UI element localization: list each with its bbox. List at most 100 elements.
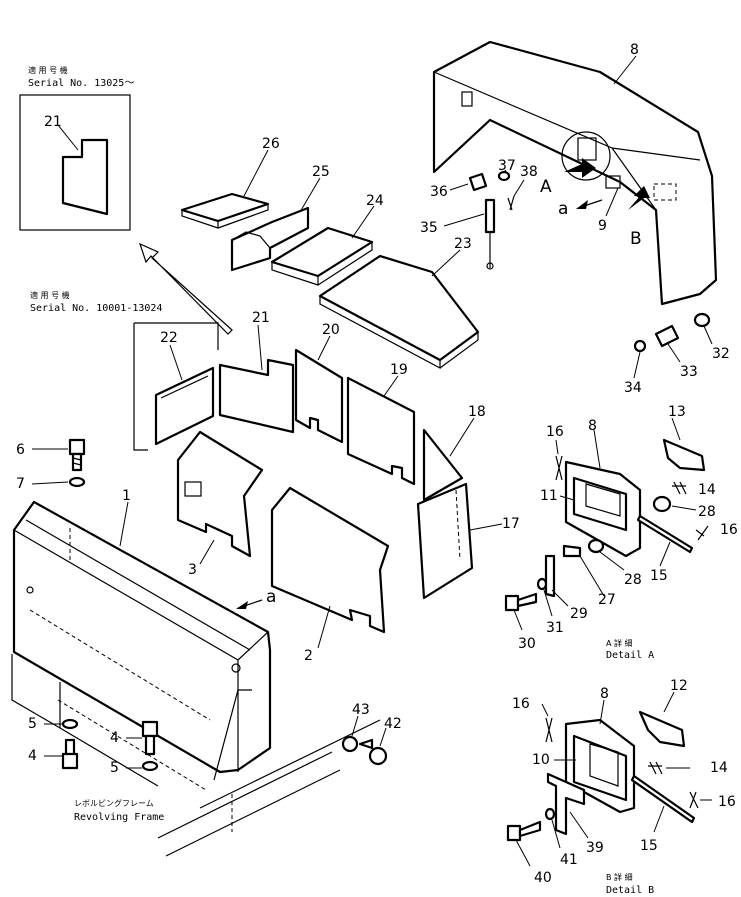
callout-12: 12	[670, 678, 688, 694]
callout-16c: 16	[512, 696, 530, 712]
callout-8a: 8	[588, 418, 597, 434]
leader-2	[317, 605, 331, 649]
callout-32: 32	[712, 346, 730, 362]
detail-a-caption-jp: A 詳 細	[606, 638, 633, 648]
callout-18: 18	[468, 404, 486, 420]
part-1	[12, 500, 272, 774]
callout-21a: 21	[44, 114, 62, 130]
part-5-washer-left	[61, 718, 79, 730]
callout-27: 27	[598, 592, 616, 608]
leader-26	[243, 149, 269, 197]
detail-b-caption: Detail B	[606, 885, 654, 896]
leader-24	[351, 205, 375, 239]
part-23	[318, 254, 480, 362]
leader-19	[383, 375, 399, 397]
leader-18	[449, 417, 475, 457]
callout-41: 41	[560, 852, 578, 868]
part-32-nut	[693, 312, 711, 328]
part-20	[294, 348, 344, 444]
part-26	[180, 192, 270, 223]
part-30-bolt	[504, 592, 538, 612]
revolving-frame	[157, 719, 381, 857]
callout-40: 40	[534, 870, 552, 886]
callout-4b: 4	[28, 748, 37, 764]
part-19	[346, 376, 416, 486]
part-3	[176, 430, 264, 558]
part-38-pin	[507, 195, 515, 211]
frame-caption-en: Revolving Frame	[74, 812, 164, 823]
inset-lower-serial-jp: 適 用 号 機	[30, 290, 70, 300]
callout-30: 30	[518, 636, 536, 652]
part-36-bolt	[468, 172, 488, 192]
callout-14b: 14	[710, 760, 728, 776]
callout-35: 35	[420, 220, 438, 236]
callout-42: 42	[384, 716, 402, 732]
part-4-bolt-right	[141, 720, 159, 756]
callout-22: 22	[160, 330, 178, 346]
detail-b-caption-jp: B 詳 細	[606, 872, 633, 882]
part-12	[638, 710, 686, 748]
part-2	[270, 486, 390, 634]
callout-19: 19	[390, 362, 408, 378]
inset-lower-serial: Serial No. 10001-13024	[30, 303, 162, 314]
callout-17: 17	[502, 516, 520, 532]
part-16-pin-a2	[695, 525, 709, 541]
part-15-shaft	[636, 514, 694, 554]
leader-22	[169, 344, 183, 381]
part-8-hood	[432, 40, 718, 306]
callout-5a: 5	[28, 716, 37, 732]
callout-9: 9	[598, 218, 607, 234]
part-22	[154, 366, 215, 446]
part-41-washer	[544, 807, 556, 821]
callout-11: 11	[540, 488, 558, 504]
part-15-shaft-b	[630, 774, 696, 824]
callout-21b: 21	[252, 310, 270, 326]
part-35-strut	[484, 198, 496, 234]
callout-8: 8	[630, 42, 639, 58]
callout-33: 33	[680, 364, 698, 380]
leader-21a	[57, 124, 79, 151]
view-marker-a-lower: a	[266, 587, 276, 607]
callout-13: 13	[668, 404, 686, 420]
part-21-old	[218, 358, 295, 434]
part-16-pin-a1	[555, 455, 563, 481]
part-16-pin-b2	[689, 791, 699, 809]
part-14-spring-a	[672, 481, 687, 495]
callout-8b: 8	[600, 686, 609, 702]
callout-34: 34	[624, 380, 642, 396]
part-28-bushing	[652, 495, 672, 513]
part-39	[546, 772, 586, 836]
callout-16b: 16	[720, 522, 738, 538]
callout-24: 24	[366, 193, 384, 209]
callout-29: 29	[570, 606, 588, 622]
inset-upper-frame	[19, 94, 131, 231]
part-4-bolt-left	[61, 738, 79, 770]
callout-5b: 5	[110, 760, 119, 776]
callout-16d: 16	[718, 794, 736, 810]
part-40-bolt	[506, 820, 542, 842]
callout-6: 6	[16, 442, 25, 458]
detail-a-caption: Detail A	[606, 650, 654, 661]
inset-lower-frame	[133, 322, 219, 451]
part-33-bolt	[654, 324, 680, 348]
callout-20: 20	[322, 322, 340, 338]
leader-3	[199, 539, 215, 565]
callout-43: 43	[352, 702, 370, 718]
leader-17	[469, 523, 503, 531]
part-43-nut	[341, 735, 359, 753]
view-marker-A: A	[540, 177, 552, 197]
inset-upper-serial: Serial No. 13025～	[28, 78, 134, 89]
part-17	[416, 482, 474, 600]
callout-39: 39	[586, 840, 604, 856]
part-11	[572, 476, 628, 532]
part-21-new	[61, 138, 109, 216]
callout-1: 1	[122, 488, 131, 504]
callout-7: 7	[16, 476, 25, 492]
part-27	[562, 544, 582, 558]
callout-28b: 28	[624, 572, 642, 588]
leader-25	[299, 177, 321, 213]
callout-25: 25	[312, 164, 330, 180]
part-14-spring-b	[648, 761, 663, 775]
callout-10: 10	[532, 752, 550, 768]
